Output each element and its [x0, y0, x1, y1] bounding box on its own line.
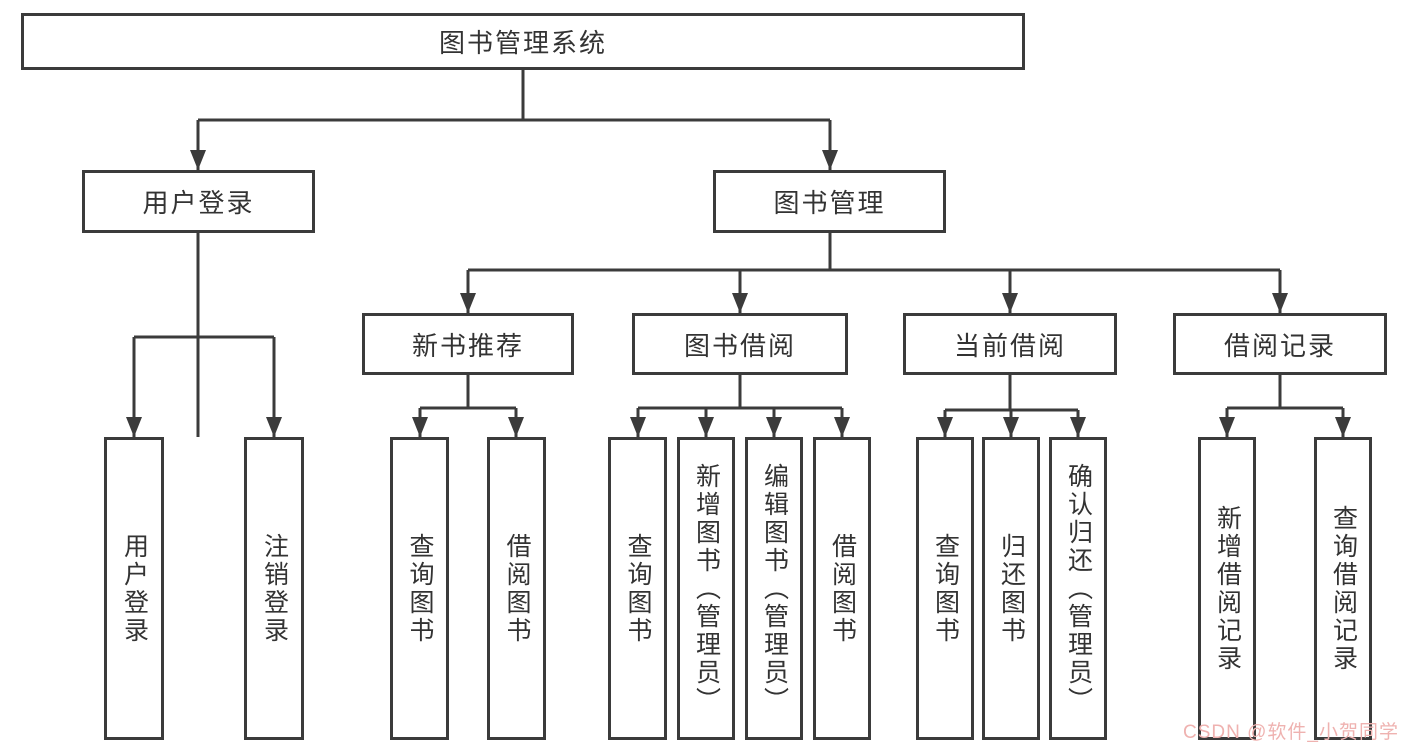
node-label: 图书管理 [773, 188, 886, 218]
arrowhead-icon [266, 417, 282, 437]
node-label: 确认归还（管理员） [1064, 462, 1093, 715]
leaf-bb-borrow-books: 借阅图书 [813, 437, 871, 740]
leaf-nb-query-books: 查询图书 [390, 437, 449, 740]
arrowhead-icon [937, 417, 953, 437]
leaf-cb-confirm-return-admin: 确认归还（管理员） [1049, 437, 1107, 740]
node-label: 归还图书 [997, 532, 1026, 645]
connector-line [466, 233, 1282, 313]
node-label: 借阅图书 [503, 532, 531, 645]
node-new-book-recommend: 新书推荐 [362, 313, 574, 375]
arrowhead-icon [190, 150, 206, 170]
node-label: 编辑图书（管理员） [760, 462, 789, 715]
leaf-nb-borrow-books: 借阅图书 [487, 437, 546, 740]
arrowhead-icon [1272, 293, 1288, 313]
node-label: 借阅图书 [828, 532, 857, 645]
leaf-logout: 注销登录 [244, 437, 304, 740]
watermark: CSDN @软件_小贺同学 [1183, 722, 1399, 743]
node-label: 用户登录 [120, 532, 149, 645]
arrowhead-icon [698, 417, 714, 437]
leaf-bb-add-books-admin: 新增图书（管理员） [677, 437, 735, 740]
node-label: 查询图书 [931, 532, 960, 645]
arrowhead-icon [126, 417, 142, 437]
connector-line [132, 233, 276, 437]
node-label: 查询借阅记录 [1329, 504, 1358, 673]
leaf-cb-return-books: 归还图书 [982, 437, 1040, 740]
arrowhead-icon [732, 293, 748, 313]
node-book-management: 图书管理 [713, 170, 946, 233]
leaf-br-add-record: 新增借阅记录 [1198, 437, 1256, 740]
arrowhead-icon [1003, 417, 1019, 437]
node-label: 新增借阅记录 [1213, 504, 1242, 673]
connector-line [196, 70, 832, 437]
arrowheads [126, 150, 1351, 437]
arrowhead-icon [1219, 417, 1235, 437]
node-label: 新增图书（管理员） [692, 462, 721, 715]
arrowhead-icon [1002, 293, 1018, 313]
node-current-borrow: 当前借阅 [903, 313, 1117, 375]
connector-line [418, 375, 518, 437]
leaf-br-query-record: 查询借阅记录 [1314, 437, 1372, 740]
arrowhead-icon [1335, 417, 1351, 437]
node-label: 图书借阅 [683, 330, 796, 361]
leaf-bb-query-books: 查询图书 [608, 437, 667, 740]
node-label: 新书推荐 [411, 330, 524, 361]
arrowhead-icon [834, 417, 850, 437]
arrowhead-icon [766, 417, 782, 437]
connector-line [1225, 375, 1345, 437]
node-label: 用户登录 [142, 188, 255, 218]
arrowhead-icon [508, 417, 524, 437]
arrowhead-icon [460, 293, 476, 313]
leaf-user-login: 用户登录 [104, 437, 164, 740]
node-label: 查询图书 [406, 532, 434, 645]
node-label: 当前借阅 [953, 330, 1066, 361]
node-label: 图书管理系统 [438, 28, 607, 58]
arrowhead-icon [1070, 417, 1086, 437]
node-label: 借阅记录 [1223, 330, 1336, 361]
node-label: 注销登录 [260, 532, 289, 645]
node-book-borrow: 图书借阅 [632, 313, 848, 375]
node-user-login: 用户登录 [82, 170, 315, 233]
arrowhead-icon [412, 417, 428, 437]
leaf-bb-edit-books-admin: 编辑图书（管理员） [745, 437, 803, 740]
arrowhead-icon [822, 150, 838, 170]
node-borrow-records: 借阅记录 [1173, 313, 1387, 375]
connector-line [636, 375, 844, 437]
node-root: 图书管理系统 [21, 13, 1025, 70]
node-label: 查询图书 [624, 532, 652, 645]
arrowhead-icon [630, 417, 646, 437]
leaf-cb-query-books: 查询图书 [916, 437, 974, 740]
